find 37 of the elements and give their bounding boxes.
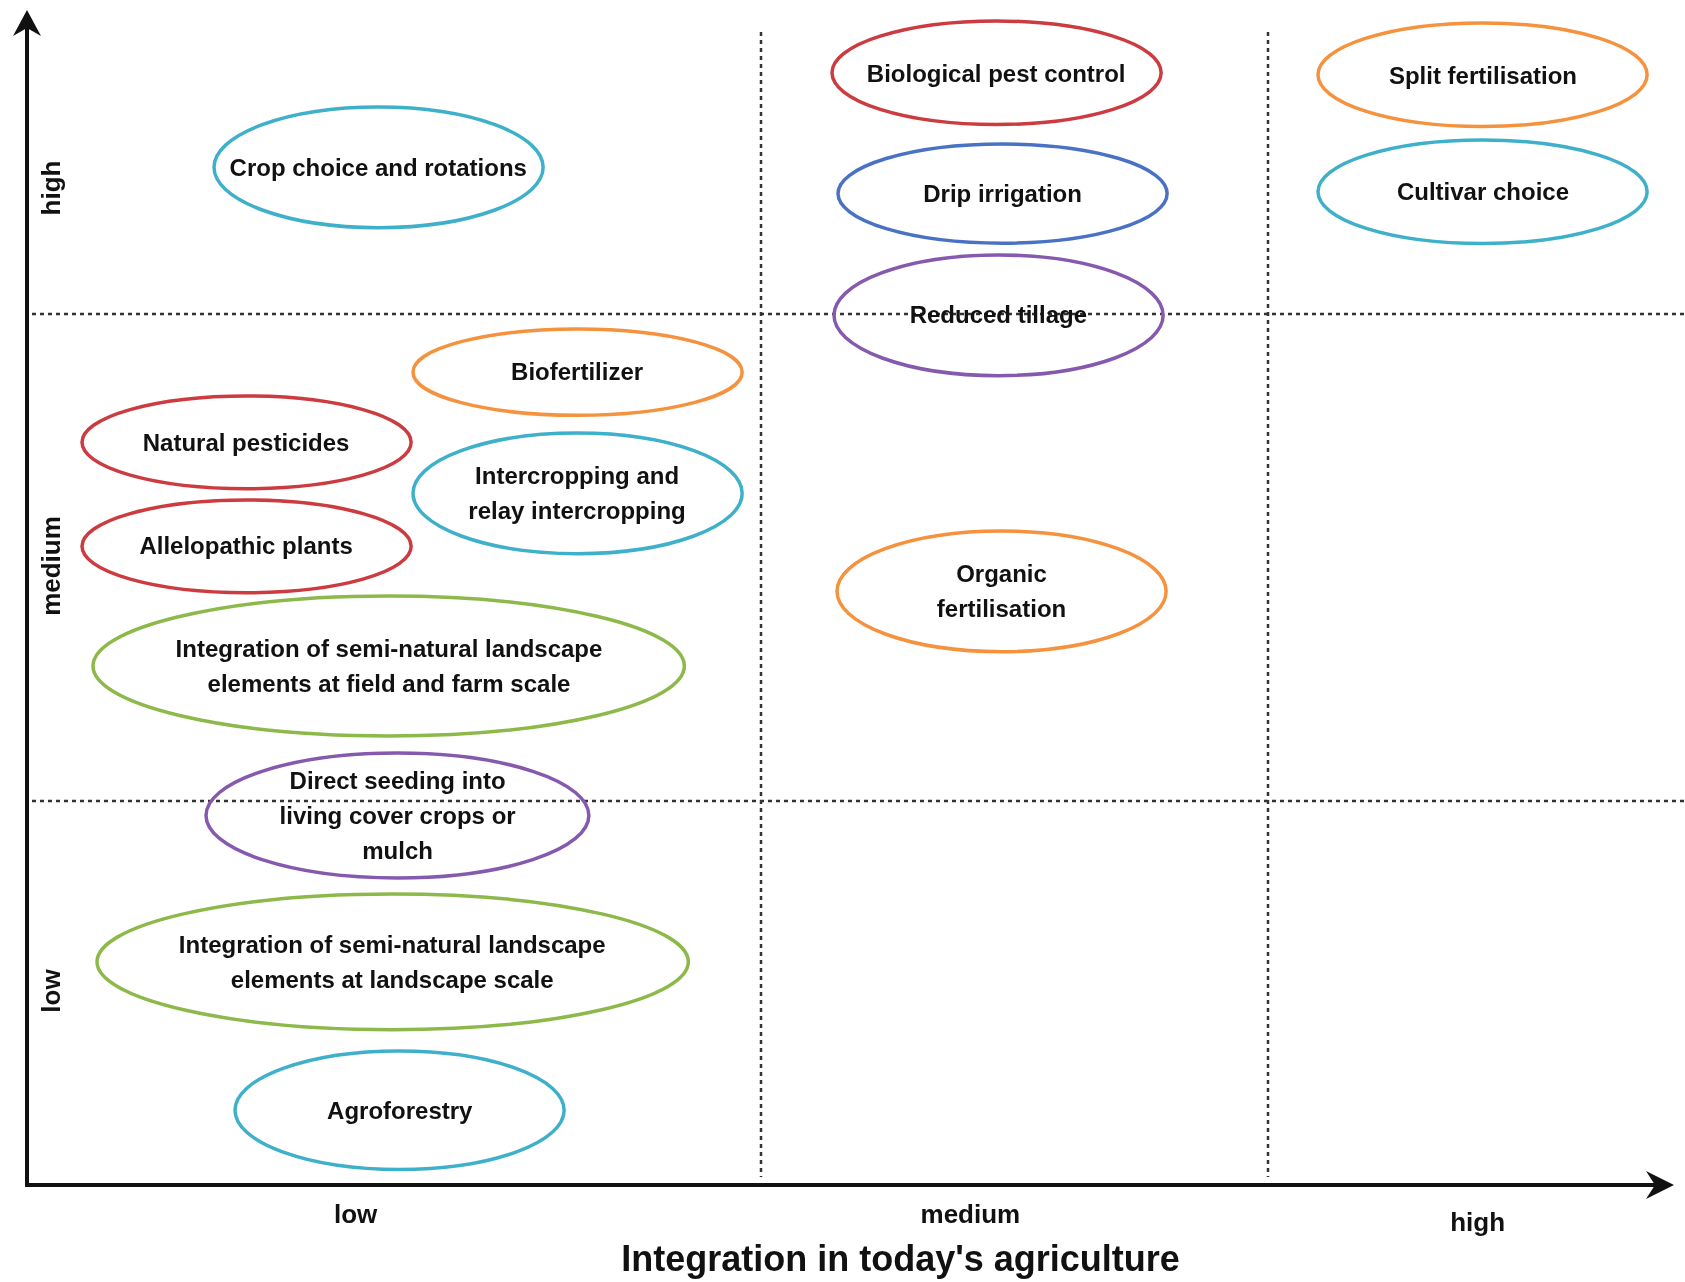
node-label: Integration of semi-natural landscape elements at field and farm scale xyxy=(174,634,604,700)
y-axis-tick-label: high xyxy=(35,160,66,216)
node-label: Cultivar choice xyxy=(1396,176,1569,207)
ellipse-node xyxy=(831,252,1165,378)
ellipse-node xyxy=(79,394,413,492)
node-label: Biological pest control xyxy=(866,58,1126,89)
node-label: Direct seeding into living cover crops or mulch xyxy=(278,766,517,867)
ellipse-node xyxy=(410,430,744,556)
node-label: Split fertilisation xyxy=(1388,60,1577,91)
x-axis-tick-label: high xyxy=(1450,1206,1506,1238)
node-label: Biofertilizer xyxy=(511,357,644,388)
ellipse-node xyxy=(1316,21,1650,129)
ellipse-node xyxy=(233,1048,567,1172)
ellipse-node xyxy=(829,19,1163,127)
x-axis-tick-label: medium xyxy=(920,1198,1021,1230)
y-axis-tick-label: medium xyxy=(35,516,66,617)
x-axis-tick-label: low xyxy=(334,1198,378,1230)
ellipse-node xyxy=(1316,137,1650,245)
node-label: Reduced tillage xyxy=(909,300,1087,331)
node-label: Crop choice and rotations xyxy=(229,153,527,184)
ellipse-node xyxy=(211,105,545,230)
node-label: Drip irrigation xyxy=(923,178,1082,209)
node-label: Allelopathic plants xyxy=(139,531,353,562)
ellipse-node xyxy=(94,891,690,1032)
ellipse-node xyxy=(834,528,1169,654)
ellipse-node xyxy=(91,594,687,739)
node-label: Intercropping and relay intercropping xyxy=(467,461,687,527)
ellipse-node xyxy=(204,751,592,881)
ellipse-node xyxy=(410,326,744,417)
node-label: Agroforestry xyxy=(327,1095,473,1126)
node-label: Natural pesticides xyxy=(142,428,350,459)
ellipse-node xyxy=(79,497,413,595)
ellipse-node xyxy=(836,141,1170,245)
x-axis-title: Integration in today's agriculture xyxy=(621,1238,1180,1281)
y-axis-tick-label: low xyxy=(35,969,66,1013)
node-label: Integration of semi-natural landscape elements at landscape scale xyxy=(177,929,607,995)
node-label: Organic fertilisation xyxy=(935,559,1068,624)
